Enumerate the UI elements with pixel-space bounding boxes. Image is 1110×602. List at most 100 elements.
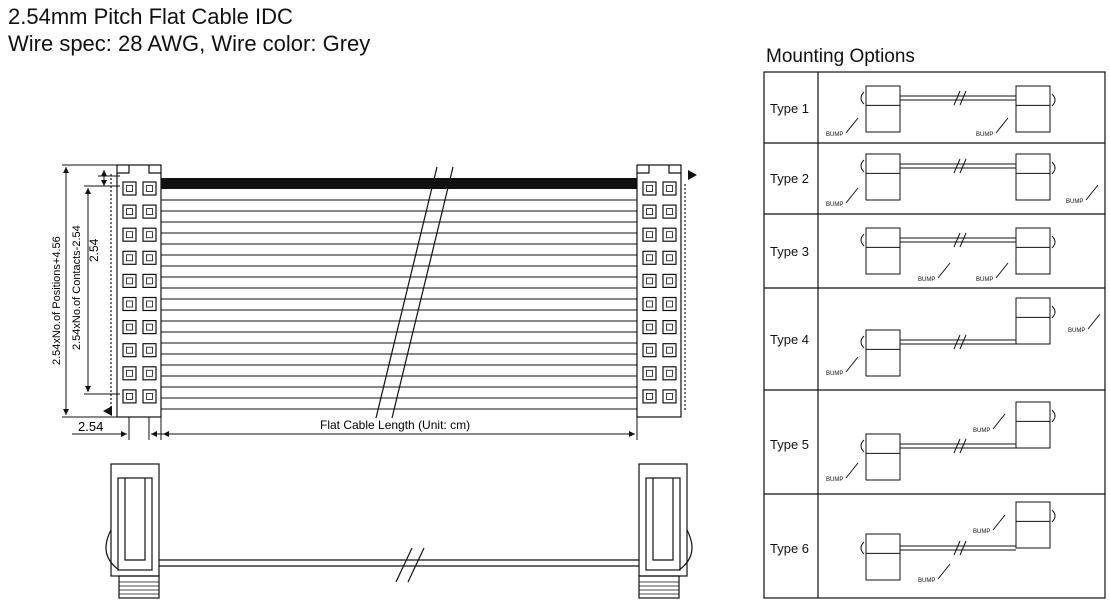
contact (662, 273, 677, 288)
bump-leader (845, 117, 859, 134)
contact (122, 250, 137, 265)
contact (122, 227, 137, 242)
type-label-5: Type 5 (770, 437, 809, 452)
type-label-1: Type 1 (770, 101, 809, 116)
contact-inner (666, 346, 673, 354)
bump-label: BUMP (826, 477, 843, 483)
contact (662, 320, 677, 335)
contact (122, 273, 137, 288)
left-connector (110, 164, 162, 418)
contact-inner (126, 323, 133, 331)
bump-label: BUMP (1068, 328, 1085, 334)
contact-inner (666, 392, 673, 400)
cable-break (953, 90, 967, 106)
bump-leader (995, 117, 1009, 134)
contact (642, 389, 657, 404)
type-label-3: Type 3 (770, 244, 809, 259)
cable-bend (860, 91, 865, 105)
dim-contacts-label: 2.54xNo.of Contacts-2.54 (71, 225, 83, 350)
contact-inner (126, 231, 133, 239)
connector-body (1015, 227, 1051, 275)
contact (142, 296, 157, 312)
contact-inner (646, 369, 653, 377)
contact-inner (146, 277, 153, 285)
contact (662, 343, 677, 358)
bump-leader (937, 262, 951, 279)
contact-inner (666, 208, 673, 216)
dim-pitch-vertical-label: 2.54 (87, 238, 101, 262)
cable-break (953, 540, 967, 556)
cable-bend (860, 159, 865, 173)
bump-leader (992, 514, 1006, 531)
cable-top-view (103, 164, 697, 419)
bump-leader (937, 563, 951, 580)
contact-inner (126, 300, 133, 308)
vertical-dimensions (62, 164, 120, 418)
contact-inner (146, 254, 153, 262)
cable-break (953, 232, 967, 248)
contact (122, 389, 137, 404)
contact-inner (646, 208, 653, 216)
connector-body (1015, 297, 1051, 345)
connector-body (1015, 85, 1051, 133)
contact-inner (146, 369, 153, 377)
contact (642, 250, 657, 265)
connector-body (1015, 153, 1051, 201)
dim-positions-label: 2.54xNo.of Positions+4.56 (51, 236, 63, 365)
contact (662, 181, 677, 196)
bump-label: BUMP (826, 202, 843, 208)
bump-leader (992, 413, 1006, 430)
cable-bend (860, 439, 865, 453)
contact-inner (646, 277, 653, 285)
contact-inner (126, 392, 133, 400)
bump-label: BUMP (826, 132, 843, 138)
contact-inner (146, 185, 153, 192)
connector-body (865, 533, 901, 581)
contact-inner (146, 208, 153, 216)
contact (142, 389, 157, 404)
contact-inner (146, 231, 153, 239)
cable-bend (1051, 409, 1056, 423)
bump-leader (1085, 184, 1099, 201)
type-1-drawing: BUMP BUMP (826, 85, 1056, 138)
wire-1-marked (161, 178, 637, 189)
contact-inner (646, 300, 653, 308)
contact (662, 389, 677, 404)
cable-bend (1051, 93, 1056, 107)
contact-inner (126, 369, 133, 377)
contact (122, 320, 137, 335)
contact (642, 366, 657, 381)
contact-inner (126, 277, 133, 285)
contact (142, 320, 157, 335)
contact (142, 250, 157, 265)
bump-label: BUMP (973, 529, 990, 535)
contact-inner (146, 346, 153, 354)
contact (122, 204, 137, 219)
contact (662, 227, 677, 242)
contact (642, 204, 657, 219)
contact (142, 273, 157, 288)
contact-inner (646, 392, 653, 400)
mounting-options-title: Mounting Options (766, 46, 915, 67)
cable-bend (1051, 509, 1056, 523)
contact (642, 320, 657, 335)
contact-inner (646, 254, 653, 262)
bump-label: BUMP (976, 132, 993, 138)
contact-inner (666, 277, 673, 285)
contact (642, 273, 657, 288)
contact (642, 296, 657, 312)
cable-bend (860, 233, 865, 247)
cable-bend (1051, 161, 1056, 175)
cable-bend (860, 335, 865, 349)
contact (642, 227, 657, 242)
mounting-options-table (763, 71, 1106, 599)
contact (142, 181, 157, 196)
connector-body (865, 433, 901, 481)
bump-leader (845, 187, 859, 204)
cable-side-view (105, 463, 693, 599)
contact-inner (146, 300, 153, 308)
contact (662, 366, 677, 381)
